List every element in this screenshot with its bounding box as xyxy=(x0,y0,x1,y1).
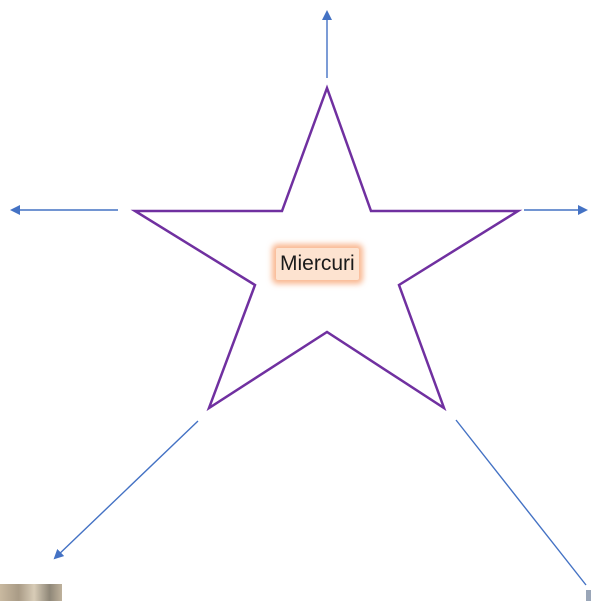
star-shape xyxy=(130,84,523,412)
image-thumbnail-edge xyxy=(586,590,591,601)
arrow-down-left xyxy=(53,420,199,560)
center-label: Miercuri xyxy=(276,248,359,280)
image-thumbnail xyxy=(0,584,62,601)
arrow-down-right xyxy=(455,419,587,586)
